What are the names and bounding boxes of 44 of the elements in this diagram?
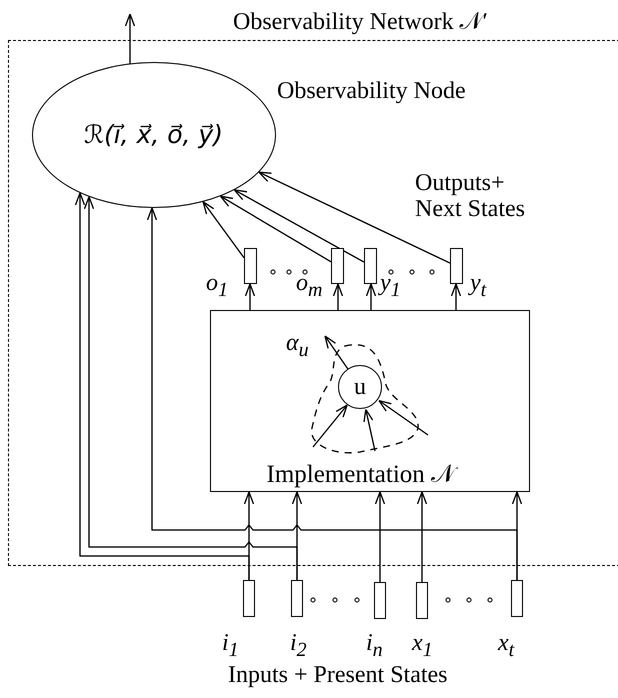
register-box <box>450 248 462 284</box>
register-box <box>416 582 428 619</box>
signal-label: o$_{m}$ <box>296 270 322 301</box>
signal-label: o$_{1}$ <box>206 270 228 301</box>
arrow <box>378 400 428 436</box>
arrow <box>312 404 348 448</box>
arrow <box>124 13 136 64</box>
signal-label: i$_{n}$ <box>366 630 383 661</box>
arrow <box>374 491 386 582</box>
arrow <box>450 283 462 310</box>
signal-label: i$_{2}$ <box>290 630 307 661</box>
register-box <box>291 580 303 617</box>
arrow <box>220 196 332 262</box>
annotation-text: Inputs + Present States <box>228 662 448 688</box>
ellipse-node <box>32 62 276 208</box>
arrow <box>74 192 250 580</box>
arrow <box>146 207 518 580</box>
arrow <box>258 172 450 264</box>
arrow <box>202 201 245 258</box>
arrow <box>363 408 376 452</box>
signal-label: x$_{t}$ <box>498 630 514 661</box>
register-box <box>244 248 256 284</box>
signal-label: y$_{t}$ <box>470 270 486 301</box>
arrow <box>416 491 428 582</box>
diagram-heading: Observability Network 𝒩′ <box>233 8 488 35</box>
register-box <box>511 580 523 617</box>
arrow <box>244 283 256 310</box>
signal-label: x$_{1}$ <box>412 630 433 661</box>
register-box <box>374 582 386 619</box>
signal-label: i$_{1}$ <box>222 630 239 661</box>
arrow <box>84 196 298 580</box>
node-label: u <box>354 375 366 399</box>
signal-label: y$_{1}$ <box>380 270 401 301</box>
register-box <box>330 248 344 284</box>
annotation-text: Outputs+ Next States <box>415 170 526 223</box>
arrow <box>234 189 364 263</box>
arrow <box>332 283 344 310</box>
register-box <box>364 248 376 284</box>
node-circle <box>338 365 382 409</box>
register-box <box>243 580 255 617</box>
arrow <box>366 283 376 310</box>
node-caption: Observability Node <box>277 78 466 104</box>
formula-label: ℛ(i⃗, x⃗, o⃗, y⃗) <box>84 120 223 149</box>
arrow <box>324 335 350 370</box>
